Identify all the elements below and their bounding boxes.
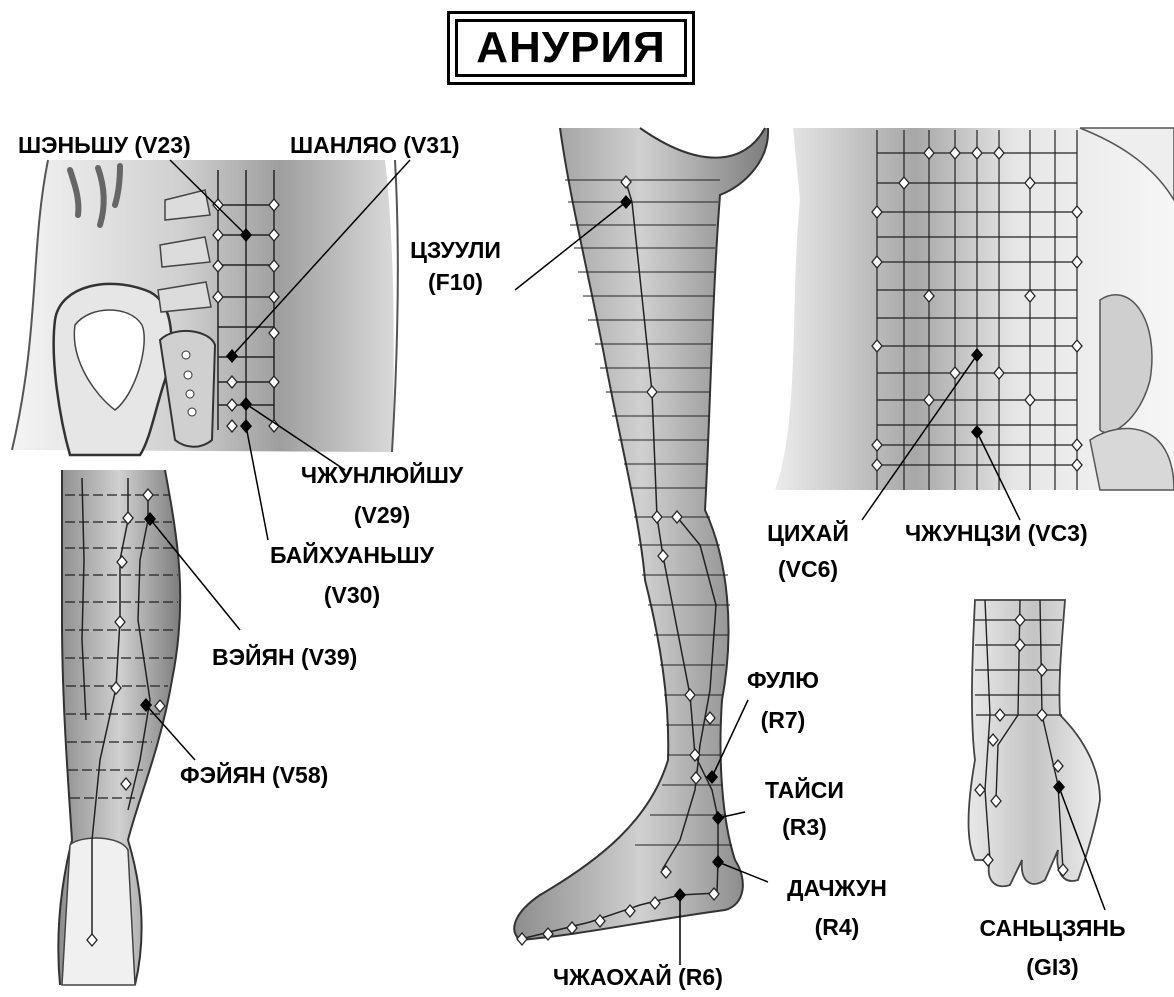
label-v29-code: (V29) bbox=[262, 500, 502, 530]
label-r7-code: (R7) bbox=[728, 705, 838, 735]
label-f10-code: (F10) bbox=[398, 267, 513, 297]
title-frame: АНУРИЯ bbox=[447, 11, 695, 85]
label-f10-name: ЦЗУУЛИ bbox=[398, 235, 513, 265]
label-r6: ЧЖАОХАЙ (R6) bbox=[553, 962, 723, 992]
label-r7-name: ФУЛЮ bbox=[728, 665, 838, 695]
label-v30-code: (V30) bbox=[232, 580, 472, 610]
label-r3-code: (R3) bbox=[742, 812, 867, 842]
figure-abdomen bbox=[775, 128, 1174, 490]
label-v58: ФЭЙЯН (V58) bbox=[180, 760, 328, 790]
page-title: АНУРИЯ bbox=[476, 26, 666, 70]
label-gi3-name: САНЬЦЗЯНЬ bbox=[940, 913, 1165, 943]
figure-lower-back bbox=[12, 160, 398, 455]
label-vc6-name: ЦИХАЙ bbox=[752, 518, 864, 548]
figure-posterior-leg bbox=[58, 470, 180, 985]
label-r3-name: ТАЙСИ bbox=[742, 775, 867, 805]
label-v23: ШЭНЬШУ (V23) bbox=[18, 130, 191, 160]
label-vc6-code: (VC6) bbox=[752, 554, 864, 584]
label-v31: ШАНЛЯО (V31) bbox=[290, 130, 460, 160]
label-gi3-code: (GI3) bbox=[940, 952, 1165, 982]
label-r4-name: ДАЧЖУН bbox=[762, 873, 912, 903]
label-vc3: ЧЖУНЦЗИ (VC3) bbox=[905, 518, 1088, 548]
figure-medial-leg bbox=[514, 128, 768, 945]
label-v39: ВЭЙЯН (V39) bbox=[212, 642, 357, 672]
label-v29-name: ЧЖУНЛЮЙШУ bbox=[262, 460, 502, 490]
label-r4-code: (R4) bbox=[762, 912, 912, 942]
label-v30-name: БАЙХУАНЬШУ bbox=[232, 540, 472, 570]
